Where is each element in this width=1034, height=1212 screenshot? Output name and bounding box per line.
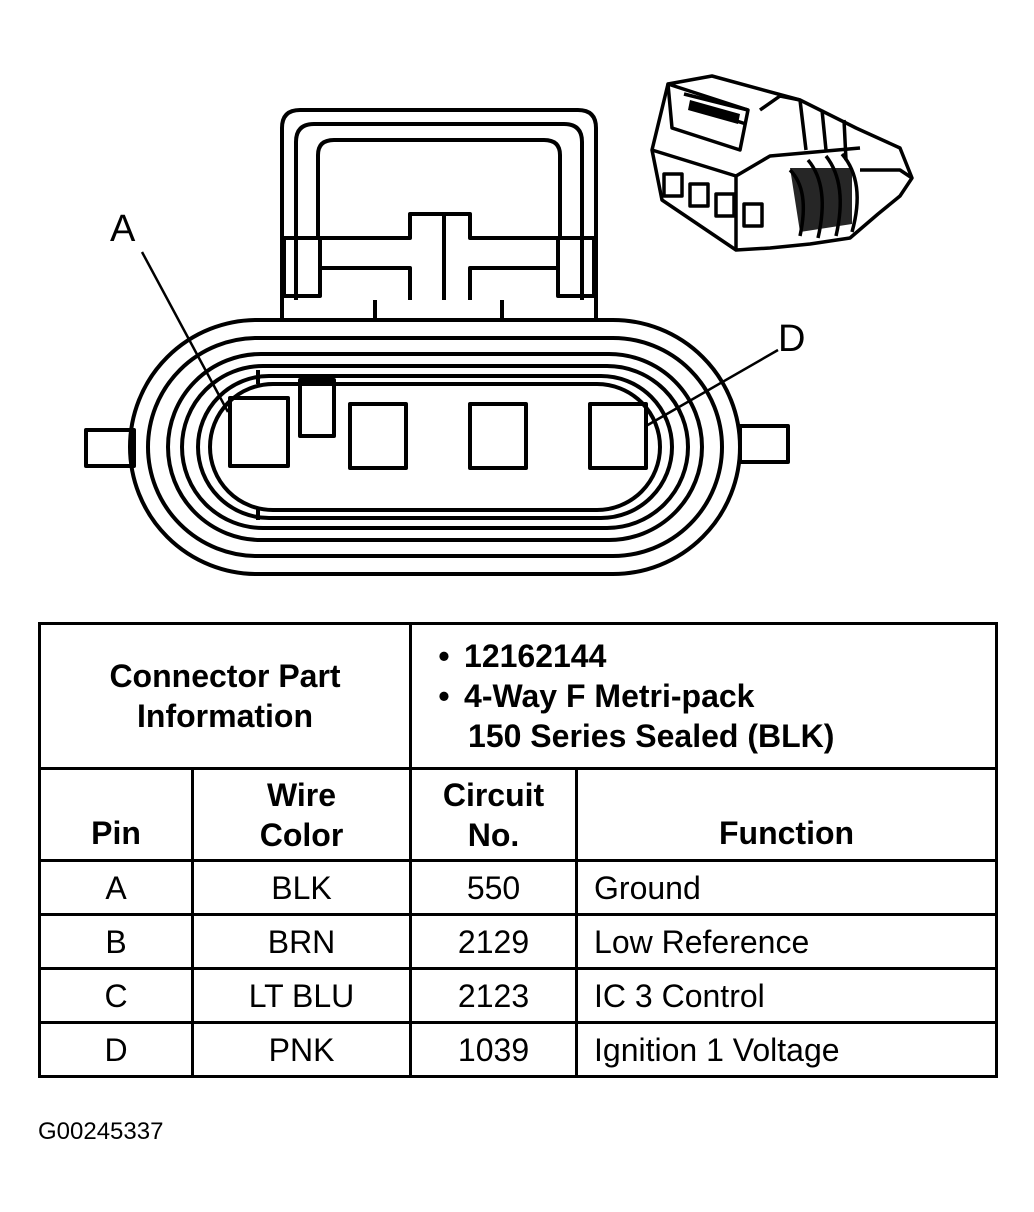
header-function: Function bbox=[575, 767, 999, 862]
cell-function: Low Reference bbox=[575, 913, 999, 970]
connector-left-ear bbox=[84, 428, 136, 468]
pin-label-a: A bbox=[110, 208, 136, 250]
bullet-icon: • bbox=[438, 638, 450, 674]
pin-cavity-c bbox=[468, 402, 528, 470]
table-row: D PNK 1039 Ignition 1 Voltage bbox=[38, 1021, 999, 1078]
table-row: A BLK 550 Ground bbox=[38, 859, 999, 916]
header-wire-color: Wire Color bbox=[190, 767, 413, 862]
part-info-label-cell: Connector Part Information bbox=[37, 622, 413, 770]
table-row: B BRN 2129 Low Reference bbox=[38, 913, 999, 970]
connector-diagram bbox=[84, 74, 914, 576]
leader-line-d bbox=[645, 348, 779, 428]
cell-circuit: 550 bbox=[409, 859, 579, 916]
pin-label-d: D bbox=[778, 318, 806, 360]
cell-function: Ignition 1 Voltage bbox=[575, 1021, 999, 1078]
cell-pin: B bbox=[38, 913, 194, 970]
cell-wire-color: BLK bbox=[190, 859, 413, 916]
cell-circuit: 1039 bbox=[409, 1021, 579, 1078]
part-info-label-line2: Information bbox=[137, 698, 313, 734]
connector-latch bbox=[280, 108, 598, 322]
cell-pin: D bbox=[38, 1021, 194, 1078]
cell-function: Ground bbox=[575, 859, 999, 916]
cell-function: IC 3 Control bbox=[575, 967, 999, 1024]
keying-rib bbox=[298, 378, 336, 438]
connector-right-ear bbox=[738, 424, 790, 464]
cell-circuit: 2129 bbox=[409, 913, 579, 970]
part-description: 4-Way F Metri-pack bbox=[464, 678, 755, 714]
part-number: 12162144 bbox=[464, 638, 607, 674]
column-header-row: Pin Wire Color Circuit No. Function bbox=[38, 767, 999, 862]
table-row: C LT BLU 2123 IC 3 Control bbox=[38, 967, 999, 1024]
part-info-row: Connector Part Information • 12162144 • 4-… bbox=[37, 622, 999, 770]
cell-pin: C bbox=[38, 967, 194, 1024]
figure-id: G00245337 bbox=[38, 1118, 164, 1145]
part-info-values-cell: • 12162144 • 4-Way F Metri-pack 150 Series… bbox=[409, 622, 999, 770]
part-info-label-line1: Connector Part bbox=[109, 658, 341, 694]
pin-cavity-b bbox=[348, 402, 408, 470]
cell-circuit: 2123 bbox=[409, 967, 579, 1024]
connector-3d-sketch bbox=[650, 74, 914, 252]
bullet-icon: • bbox=[438, 678, 450, 714]
header-circuit-no: Circuit No. bbox=[409, 767, 579, 862]
pin-cavity-d bbox=[588, 402, 648, 470]
pin-cavity-a bbox=[228, 396, 290, 468]
cell-wire-color: BRN bbox=[190, 913, 413, 970]
part-series: 150 Series Sealed (BLK) bbox=[468, 718, 835, 754]
cell-wire-color: LT BLU bbox=[190, 967, 413, 1024]
header-pin: Pin bbox=[38, 767, 194, 862]
connector-info-table: Connector Part Information • 12162144 • 4-… bbox=[37, 622, 999, 1078]
cell-wire-color: PNK bbox=[190, 1021, 413, 1078]
cell-pin: A bbox=[38, 859, 194, 916]
connector-housing-outer bbox=[128, 318, 742, 576]
leader-line-a bbox=[140, 251, 230, 413]
